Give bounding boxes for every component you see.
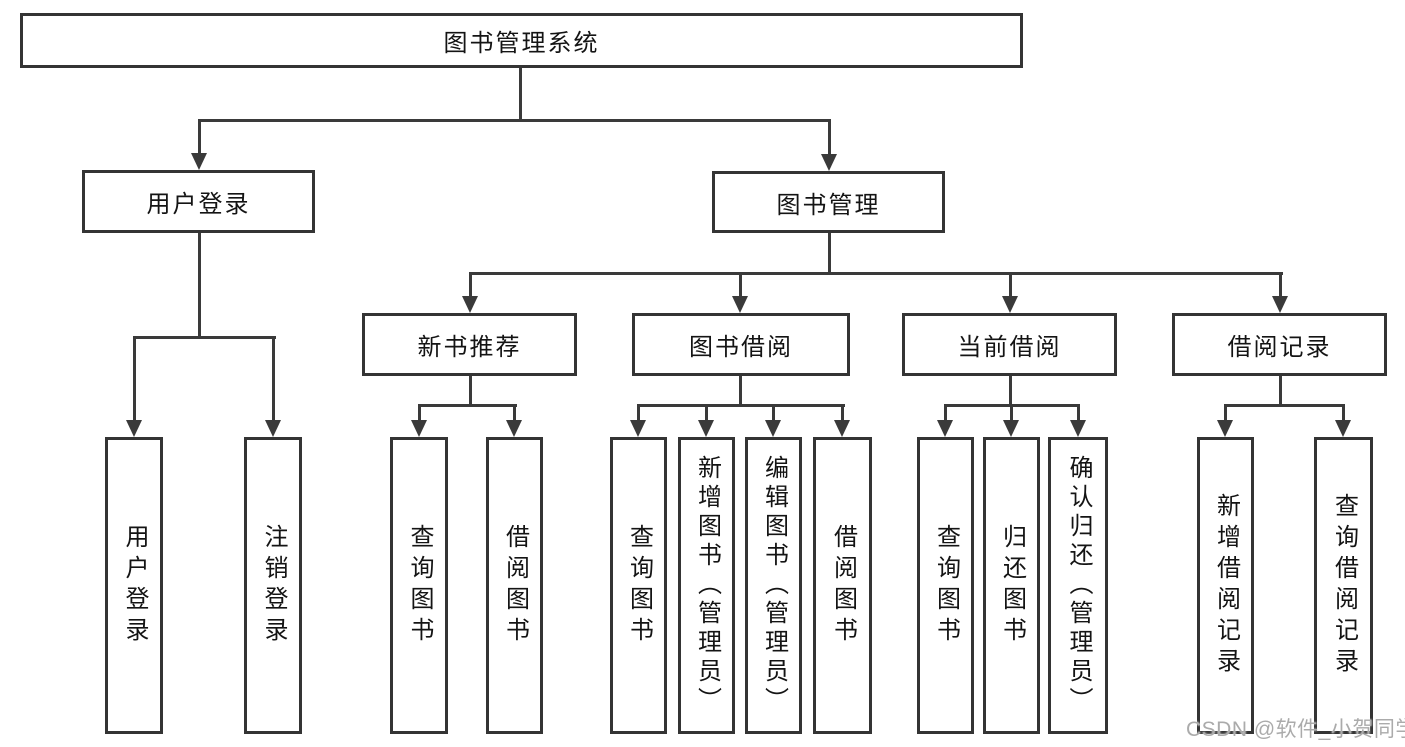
leaf-logout: 注销登录 — [244, 437, 302, 734]
leaf-user-login: 用户登录 — [105, 437, 163, 734]
arrow-down-icon — [698, 404, 714, 437]
arrow-down-icon — [1335, 404, 1351, 437]
arrow-down-icon — [1272, 272, 1288, 313]
arrow-down-icon — [834, 404, 850, 437]
node-new-book-recommend: 新书推荐 — [362, 313, 577, 376]
leaf-borrow-books: 借阅图书 — [486, 437, 543, 734]
connector-user-bar — [133, 336, 276, 339]
arrow-down-icon — [411, 404, 427, 437]
leaf-add-books-admin: 新增图书（管理员） — [678, 437, 735, 734]
arrow-down-icon — [126, 336, 142, 437]
leaf-add-borrow-record: 新增借阅记录 — [1197, 437, 1254, 734]
connector-record-stub — [1279, 374, 1282, 407]
connector-book-stub — [828, 231, 831, 275]
arrow-down-icon — [265, 336, 281, 437]
node-borrow-records: 借阅记录 — [1172, 313, 1387, 376]
leaf-edit-books-admin: 编辑图书（管理员） — [745, 437, 802, 734]
connector-newbook-bar — [418, 404, 517, 407]
leaf-search-books: 查询图书 — [917, 437, 974, 734]
arrow-down-icon — [1217, 404, 1233, 437]
node-book-borrowing: 图书借阅 — [632, 313, 850, 376]
leaf-search-books: 查询图书 — [610, 437, 667, 734]
connector-borrow-bar — [637, 404, 845, 407]
connector-user-stub — [198, 231, 201, 338]
leaf-search-books: 查询图书 — [390, 437, 448, 734]
connector-record-bar — [1224, 404, 1345, 407]
arrow-down-icon — [821, 119, 837, 171]
connector-level2-bar — [198, 119, 831, 122]
arrow-down-icon — [765, 404, 781, 437]
connector-borrow-stub — [739, 374, 742, 407]
leaf-search-borrow-record: 查询借阅记录 — [1314, 437, 1373, 734]
node-current-borrowing: 当前借阅 — [902, 313, 1117, 376]
connector-newbook-stub — [469, 374, 472, 407]
connector-current-stub — [1009, 374, 1012, 407]
arrow-down-icon — [506, 404, 522, 437]
arrow-down-icon — [937, 404, 953, 437]
arrow-down-icon — [1070, 404, 1086, 437]
node-user-login: 用户登录 — [82, 170, 315, 233]
node-root-system: 图书管理系统 — [20, 13, 1023, 68]
connector-level3-bar — [469, 272, 1283, 275]
node-book-management: 图书管理 — [712, 171, 945, 233]
leaf-return-books: 归还图书 — [983, 437, 1040, 734]
arrow-down-icon — [732, 272, 748, 313]
leaf-confirm-return-admin: 确认归还（管理员） — [1048, 437, 1108, 734]
csdn-watermark: CSDN @软件_小贺同学 — [1186, 718, 1405, 741]
arrow-down-icon — [630, 404, 646, 437]
arrow-down-icon — [1003, 404, 1019, 437]
leaf-borrow-books: 借阅图书 — [813, 437, 872, 734]
arrow-down-icon — [191, 119, 207, 170]
arrow-down-icon — [1002, 272, 1018, 313]
connector-root-stub — [519, 66, 522, 122]
arrow-down-icon — [462, 272, 478, 313]
